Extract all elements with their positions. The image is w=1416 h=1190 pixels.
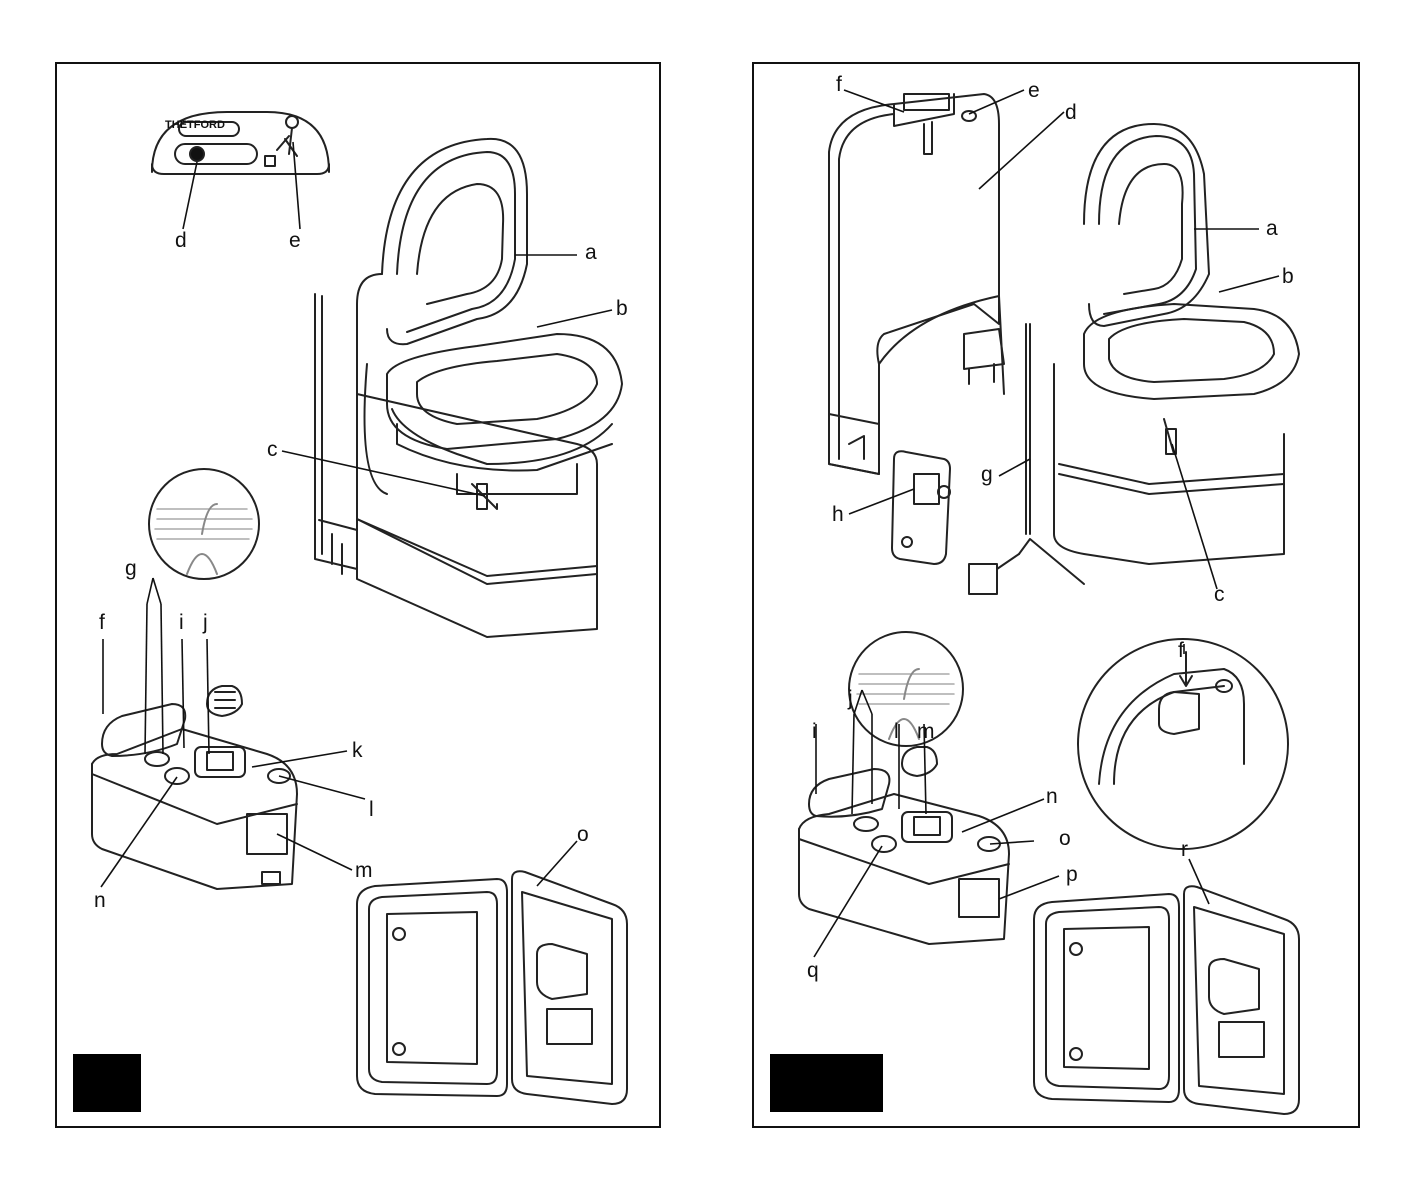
label-b: b xyxy=(616,298,628,319)
label-q: q xyxy=(807,960,819,981)
label-o: o xyxy=(1059,828,1071,849)
right-diagram-panel: f e d a b c g h f i j l m n o p q r xyxy=(752,62,1360,1128)
label-a: a xyxy=(1266,218,1278,239)
thetford-logo-text: THETFORD xyxy=(165,119,225,131)
label-g: g xyxy=(125,558,137,579)
label-f-detail: f xyxy=(1178,640,1184,661)
label-i: i xyxy=(179,612,184,633)
cassette-tank-drawing-right xyxy=(799,747,1009,944)
label-n: n xyxy=(94,890,106,911)
label-l: l xyxy=(369,799,374,820)
label-f-top: f xyxy=(836,74,842,95)
label-c: c xyxy=(267,439,278,460)
label-e: e xyxy=(1028,80,1040,101)
label-h: h xyxy=(832,504,844,525)
magnifier-detail-drawing xyxy=(149,469,259,579)
cassette-tank-drawing xyxy=(92,686,297,889)
black-block xyxy=(770,1054,883,1112)
left-illustration: THETFORD xyxy=(57,64,663,1130)
label-g: g xyxy=(981,464,993,485)
left-diagram-panel: THETFORD a b c d e f g i j k l m n o xyxy=(55,62,661,1128)
label-f: f xyxy=(99,612,105,633)
label-m: m xyxy=(917,721,935,742)
door-drawing xyxy=(357,871,627,1104)
label-n: n xyxy=(1046,786,1058,807)
label-l: l xyxy=(894,721,899,742)
label-e: e xyxy=(289,230,301,251)
side-panel-drawing xyxy=(829,94,1084,594)
label-b: b xyxy=(1282,266,1294,287)
label-i: i xyxy=(812,721,817,742)
black-block xyxy=(73,1054,141,1112)
label-c: c xyxy=(1214,584,1225,605)
label-m: m xyxy=(355,860,373,881)
vent-drawing xyxy=(892,451,950,564)
toilet-right-drawing xyxy=(1054,124,1299,564)
label-d: d xyxy=(1065,102,1077,123)
label-j: j xyxy=(203,612,208,633)
door-drawing-right xyxy=(1034,886,1299,1114)
label-r: r xyxy=(1181,839,1188,860)
label-p: p xyxy=(1066,864,1078,885)
label-j: j xyxy=(848,688,853,709)
label-a: a xyxy=(585,242,597,263)
right-leader-lines xyxy=(814,90,1279,957)
label-d: d xyxy=(175,230,187,251)
toilet-drawing xyxy=(315,139,622,637)
label-k: k xyxy=(352,740,363,761)
label-o: o xyxy=(577,824,589,845)
